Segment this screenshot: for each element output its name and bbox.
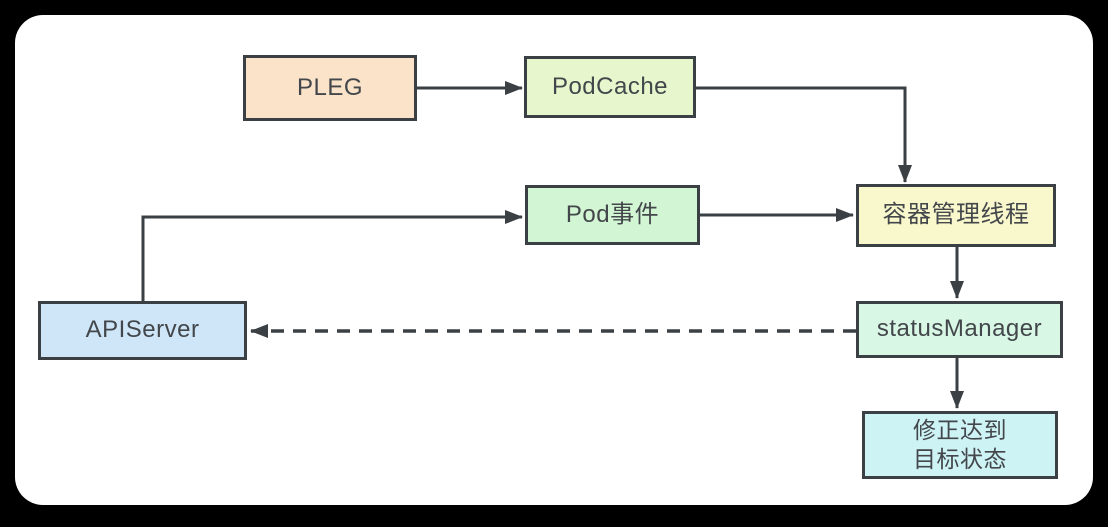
node-container-management-thread: 容器管理线程 (856, 184, 1056, 247)
node-podcache-label: PodCache (551, 72, 669, 100)
node-apiserver: APIServer (38, 301, 247, 360)
node-pod-event-label: Pod事件 (565, 200, 660, 228)
node-container-management-thread-label: 容器管理线程 (882, 201, 1030, 229)
node-podcache: PodCache (524, 56, 696, 118)
node-pleg-label: PLEG (296, 73, 364, 101)
node-pleg: PLEG (243, 55, 417, 121)
node-apiserver-label: APIServer (85, 316, 200, 344)
node-fix-target-state-label: 修正达到 目标状态 (913, 416, 1007, 472)
node-fix-target-state: 修正达到 目标状态 (862, 411, 1058, 479)
node-status-manager: statusManager (856, 301, 1063, 358)
node-status-manager-label: statusManager (876, 315, 1043, 343)
node-pod-event: Pod事件 (525, 185, 700, 245)
